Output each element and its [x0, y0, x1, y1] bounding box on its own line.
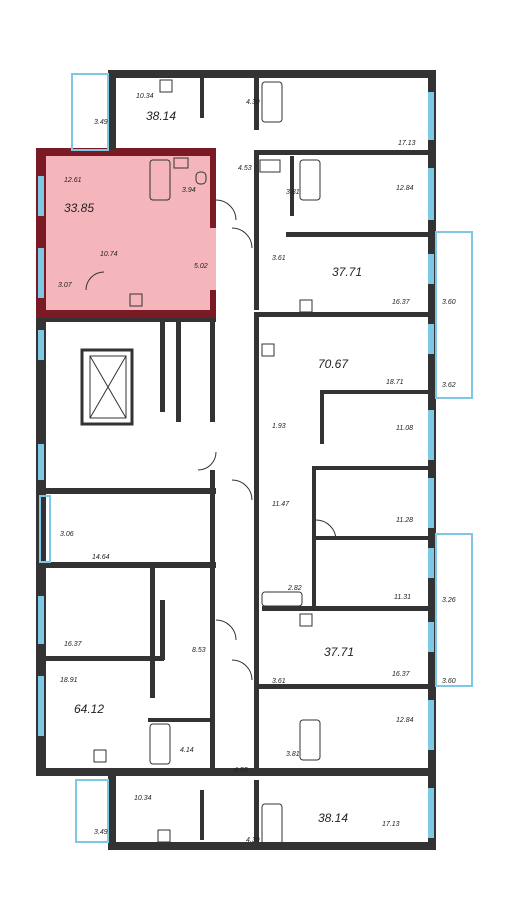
a1-room-area: 10.34 [136, 93, 154, 100]
interior-walls [46, 70, 436, 842]
stove-icon [299, 613, 313, 627]
a5-total-area: 37.71 [324, 645, 354, 659]
bathtub-icon [299, 159, 321, 201]
b-kitchen-area: 16.37 [64, 641, 83, 648]
bathtub-icon [261, 591, 303, 607]
door-swings [85, 199, 337, 681]
stove-icon [159, 79, 173, 93]
bathtub-icon [261, 803, 283, 845]
sel-kitchen-area: 10.74 [100, 251, 118, 258]
a5-room-area: 12.84 [396, 717, 414, 724]
a5-hall-area: 3.61 [272, 678, 286, 685]
a4-hall-area: 11.47 [272, 501, 290, 508]
a3-kitchen-area: 16.37 [392, 299, 411, 306]
a1-bath-area: 4.39 [246, 99, 260, 106]
stove-icon [157, 829, 171, 843]
a4-balcony-area: 3.62 [442, 382, 456, 389]
a4-bath-area: 2.82 [287, 585, 302, 592]
b-room-area: 14.64 [92, 554, 110, 561]
a6-room-area: 10.34 [134, 795, 152, 802]
toilet-icon [195, 171, 207, 185]
sel-room-area: 12.61 [64, 177, 82, 184]
a3-hall-area: 3.61 [272, 255, 286, 262]
selected-apartment[interactable] [36, 148, 216, 319]
a1-total-area: 38.14 [146, 109, 176, 123]
a4-room3-area: 11.31 [394, 594, 411, 601]
a3-total-area: 37.71 [332, 265, 362, 279]
sel-total-area: 33.85 [64, 201, 94, 215]
sel-loggia-area: 3.07 [58, 282, 73, 289]
a4-balcony2-area: 3.26 [442, 597, 456, 604]
a1-living-area: 17.13 [398, 140, 416, 147]
a4-wc-area: 1.93 [272, 423, 286, 430]
sink-icon [173, 157, 189, 169]
a4-total-area: 70.67 [318, 357, 349, 371]
a6-living-area: 17.13 [382, 821, 400, 828]
fixtures [93, 79, 321, 845]
a4-room2-area: 11.28 [396, 517, 413, 524]
stove-icon [93, 749, 107, 763]
b-bath-area: 4.14 [180, 747, 194, 754]
a3-balcony-area: 3.60 [442, 299, 456, 306]
elevator [80, 348, 134, 426]
selected-wall-left [36, 148, 46, 319]
hall-bottom-area: 4.53 [234, 767, 248, 774]
selected-wall-right [210, 148, 216, 228]
b-balcony-area: 3.06 [60, 531, 74, 538]
labels: 38.14 10.34 3.49 4.39 17.13 4.53 33.85 1… [58, 93, 456, 844]
a4-room1-area: 11.08 [396, 425, 413, 432]
bathtub-icon [149, 723, 171, 765]
selected-wall-right-lower [210, 290, 216, 319]
a5-bath-area: 3.81 [286, 751, 300, 758]
b-total-area: 64.12 [74, 702, 104, 716]
a6-balcony-area: 3.49 [94, 829, 108, 836]
sel-hall-area: 5.02 [194, 263, 208, 270]
a1-balcony-area: 3.49 [94, 119, 108, 126]
selected-wall-top [36, 148, 216, 156]
a3-room-area: 12.84 [396, 185, 414, 192]
bathtub-icon [261, 81, 283, 123]
sink-icon [259, 159, 281, 173]
a5-balcony-area: 3.60 [442, 678, 456, 685]
a5-kitchen-area: 16.37 [392, 671, 411, 678]
a3-bath-area: 3.81 [286, 189, 300, 196]
sel-bath-area: 3.94 [182, 187, 196, 194]
windows [38, 92, 434, 838]
balconies [39, 73, 473, 843]
stove-icon [129, 293, 143, 307]
bathtub-icon [299, 719, 321, 761]
a4-kitchen-area: 18.71 [386, 379, 404, 386]
selected-apartment-fill[interactable] [40, 150, 216, 318]
selected-wall-bottom [36, 310, 216, 319]
bathtub-icon [149, 159, 171, 201]
stove-icon [299, 299, 313, 313]
b-room2-area: 18.91 [60, 677, 78, 684]
stove-icon [261, 343, 275, 357]
a6-bath-area: 4.39 [246, 837, 260, 844]
hall-top-area: 4.53 [238, 165, 252, 172]
b-hall-area: 8.53 [192, 647, 206, 654]
a6-total-area: 38.14 [318, 811, 348, 825]
